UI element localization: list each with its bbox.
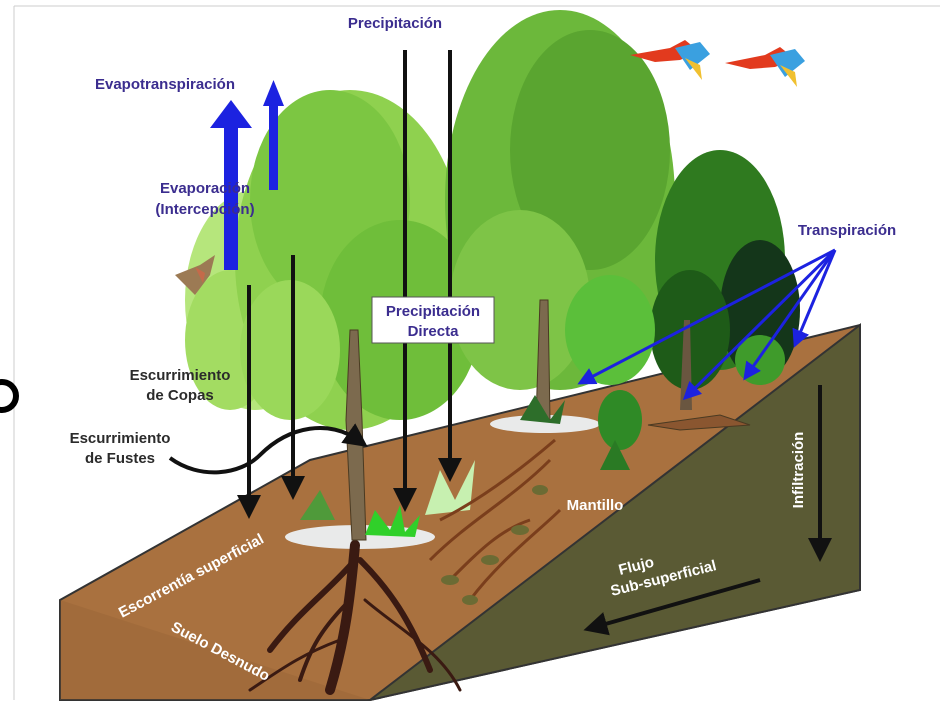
edge-glyph (0, 382, 16, 410)
label-escurrimiento-copas-1: Escurrimiento (130, 367, 231, 384)
label-evapotranspiracion: Evapotranspiración (95, 76, 235, 93)
label-mantillo: Mantillo (567, 497, 624, 514)
label-transpiracion: Transpiración (798, 222, 896, 239)
label-escurrimiento-fustes-1: Escurrimiento (70, 430, 171, 447)
label-precipitacion-directa-1: Precipitación (386, 303, 480, 320)
label-escurrimiento-copas-2: de Copas (146, 387, 214, 404)
label-precipitacion-directa-2: Directa (408, 323, 460, 340)
macaw-bird-icon (725, 47, 805, 87)
label-intercepcion: (Intercepción) (155, 201, 254, 218)
label-infiltracion: Infiltración (790, 432, 807, 509)
label-evaporacion: Evaporación (160, 180, 250, 197)
label-escurrimiento-fustes-2: de Fustes (85, 450, 155, 467)
label-precipitacion: Precipitación (348, 15, 442, 32)
